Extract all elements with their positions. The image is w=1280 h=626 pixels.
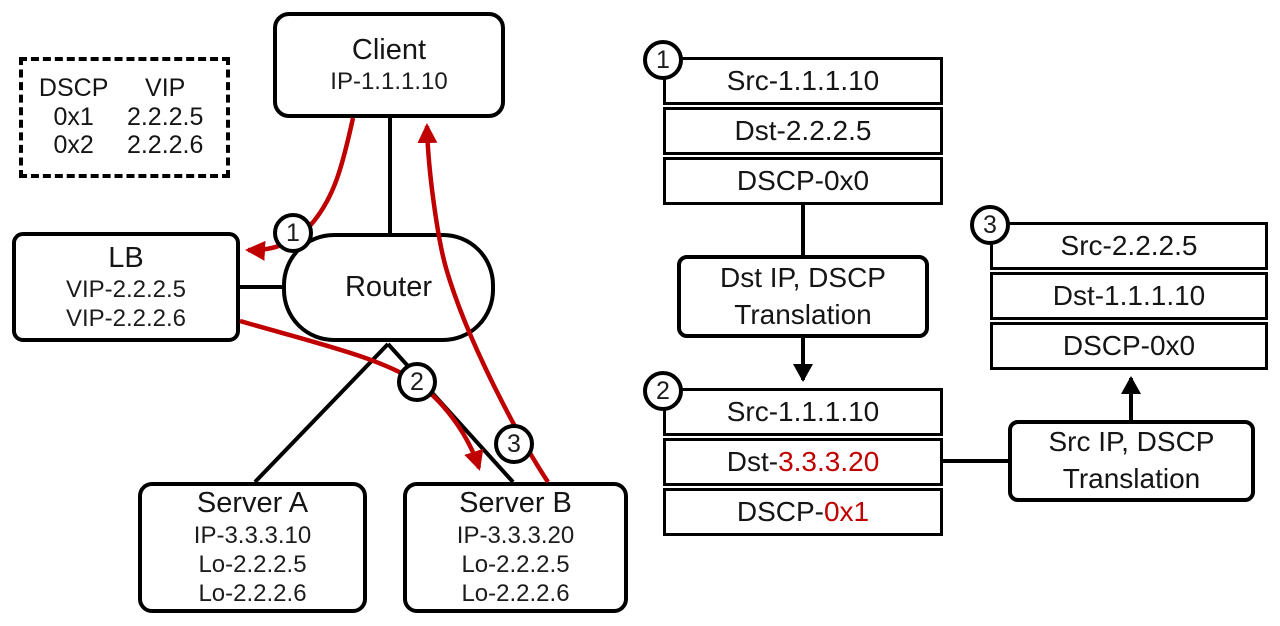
packet-table-3: Src-2.2.2.5 Dst-1.1.1.10 DSCP-0x0	[990, 222, 1268, 370]
src-translation-line1: Src IP, DSCP	[1048, 426, 1215, 458]
src-translation-line2: Translation	[1062, 463, 1201, 494]
server-b-node: Server B IP-3.3.3.20 Lo-2.2.2.5 Lo-2.2.2…	[403, 482, 628, 613]
flow-server-b-to-client	[417, 123, 550, 484]
packet-field-text: DSCP-0x0	[736, 165, 870, 196]
packet-table-2-badge: 2	[643, 371, 683, 411]
packet-row: Dst-1.1.1.10	[990, 272, 1268, 320]
link-router-server-a	[253, 342, 390, 484]
server-b-ip: IP-3.3.3.20	[456, 521, 575, 549]
lb-vip-1: VIP-2.2.2.5	[65, 275, 187, 303]
legend-header-vip: VIP	[145, 74, 186, 103]
legend-cell: 0x1	[53, 102, 94, 131]
packet-field-highlight: 0x1	[823, 496, 870, 527]
packet-row: Dst-2.2.2.5	[663, 107, 943, 155]
legend-cell: 2.2.2.5	[126, 102, 204, 131]
lb-title: LB	[108, 241, 144, 274]
dscp-vip-mapping-table: DSCP VIP 0x1 2.2.2.5 0x2 2.2.2.6	[19, 57, 230, 178]
step-badge-3: 3	[494, 424, 534, 464]
packet-table-1: Src-1.1.1.10 Dst-2.2.2.5 DSCP-0x0	[663, 57, 943, 205]
legend-header-dscp: DSCP	[38, 74, 109, 103]
flow-client-to-lb	[245, 117, 356, 261]
lb-node: LB VIP-2.2.2.5 VIP-2.2.2.6	[12, 232, 240, 342]
packet-field-text: DSCP-0x0	[1062, 330, 1196, 361]
packet-table-1-badge: 1	[643, 40, 683, 80]
client-node: Client IP-1.1.1.10	[273, 12, 505, 118]
dst-translation-box: Dst IP, DSCP Translation	[677, 255, 929, 338]
packet-field-highlight: 3.3.3.20	[778, 446, 880, 477]
client-title: Client	[351, 34, 427, 67]
legend-cell: 0x2	[53, 131, 94, 160]
packet-row: Src-1.1.1.10	[663, 57, 943, 105]
packet-field-text: Src-1.1.1.10	[726, 396, 880, 427]
packet-field-text: Dst-	[726, 446, 779, 477]
step-badge-1: 1	[273, 213, 313, 253]
packet-field-text: DSCP-	[736, 496, 824, 527]
step-badge-2: 2	[397, 362, 437, 402]
packet-row: Src-1.1.1.10	[663, 388, 943, 436]
packet-table-2: Src-1.1.1.10 Dst-3.3.3.20 DSCP-0x1	[663, 388, 943, 536]
server-a-lo-2: Lo-2.2.2.6	[198, 580, 307, 608]
server-a-ip: IP-3.3.3.10	[193, 521, 312, 549]
server-b-lo-2: Lo-2.2.2.6	[461, 580, 570, 608]
legend-cell: 2.2.2.6	[126, 131, 204, 160]
dst-translation-line1: Dst IP, DSCP	[720, 261, 886, 293]
router-title: Router	[344, 271, 433, 304]
server-b-lo-1: Lo-2.2.2.5	[461, 550, 570, 578]
packet-row: DSCP-0x1	[663, 488, 943, 536]
packet-field-text: Dst-1.1.1.10	[1052, 280, 1206, 311]
server-a-node: Server A IP-3.3.3.10 Lo-2.2.2.5 Lo-2.2.2…	[138, 482, 367, 613]
packet-row: DSCP-0x0	[990, 322, 1268, 370]
packet-row: Dst-3.3.3.20	[663, 438, 943, 486]
packet-table-3-badge: 3	[970, 205, 1010, 245]
server-a-lo-1: Lo-2.2.2.5	[198, 550, 307, 578]
packet-row: Src-2.2.2.5	[990, 222, 1268, 270]
packet-field-text: Dst-2.2.2.5	[734, 115, 872, 146]
server-a-title: Server A	[196, 487, 309, 520]
src-translation-box: Src IP, DSCP Translation	[1008, 420, 1255, 502]
client-ip: IP-1.1.1.10	[330, 68, 448, 96]
flow-lb-to-server-b	[239, 318, 484, 471]
packet-row: DSCP-0x0	[663, 157, 943, 205]
lb-vip-2: VIP-2.2.2.6	[65, 305, 187, 333]
router-node: Router	[282, 233, 495, 342]
packet-field-text: Src-2.2.2.5	[1060, 230, 1198, 261]
packet-field-text: Src-1.1.1.10	[726, 65, 880, 96]
server-b-title: Server B	[459, 487, 572, 520]
dst-translation-line2: Translation	[734, 298, 872, 330]
